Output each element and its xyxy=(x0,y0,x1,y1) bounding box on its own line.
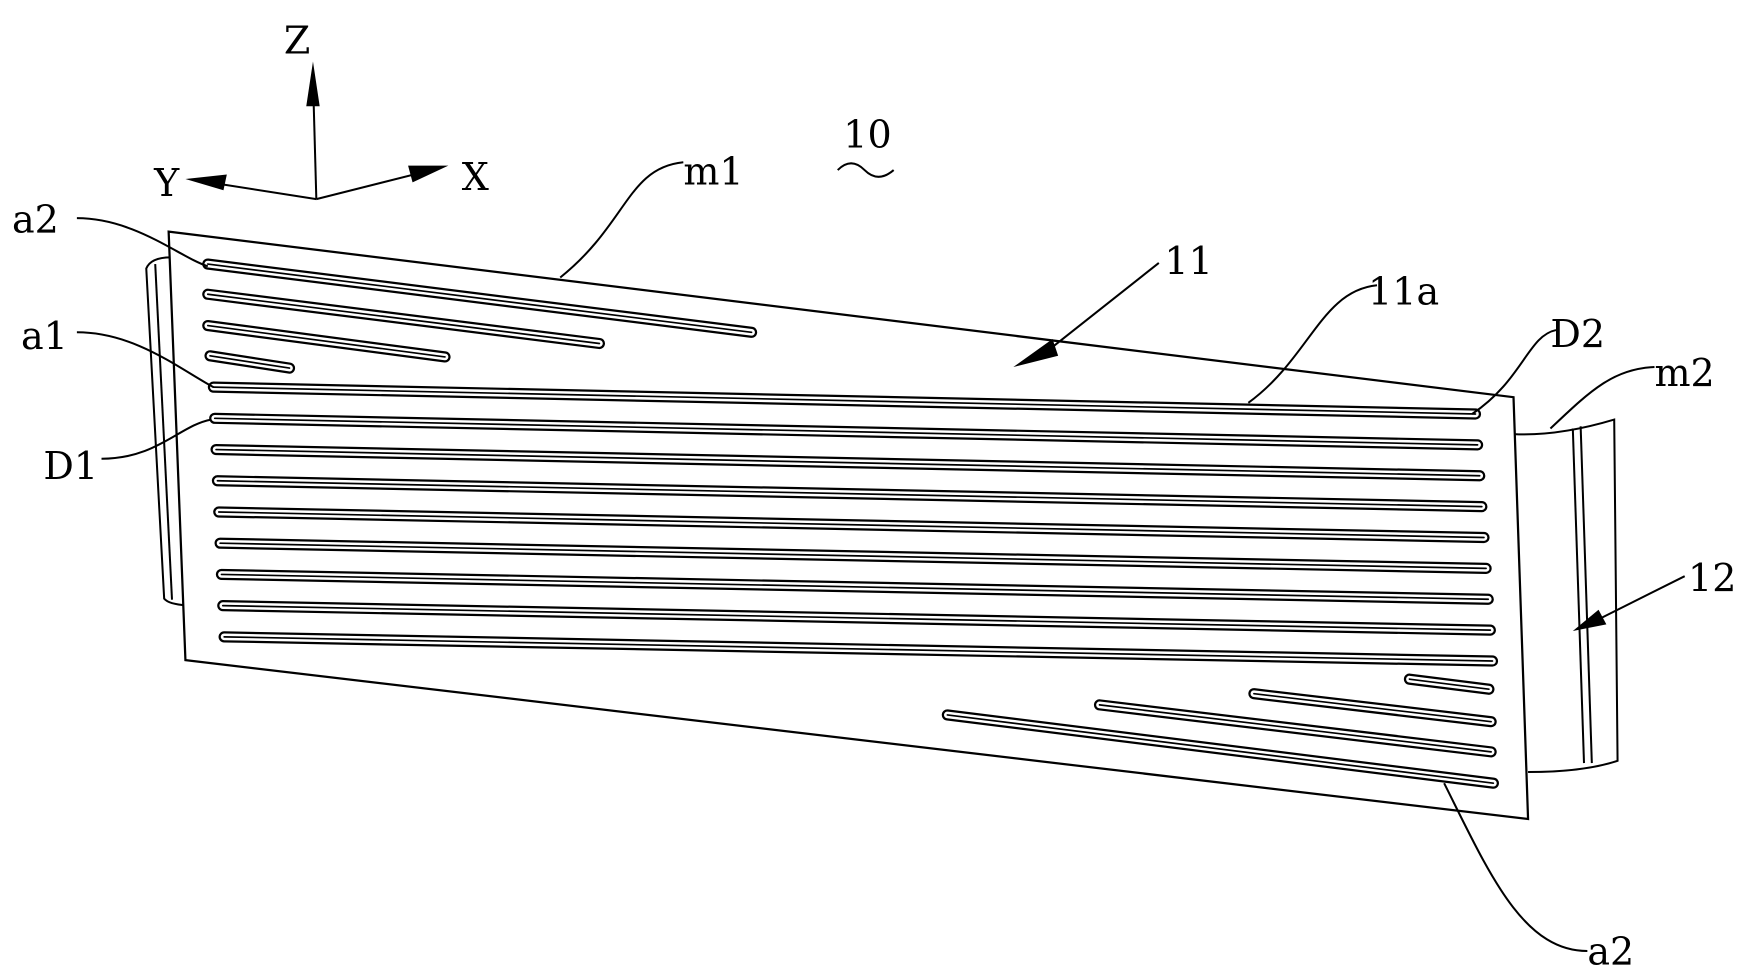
label-m1: m1 xyxy=(683,150,743,194)
right-back-panel xyxy=(1514,420,1618,772)
part12-arrow-icon xyxy=(1573,610,1607,631)
tilde-mark xyxy=(838,163,894,176)
coordinate-axes: Z Y X xyxy=(153,19,489,205)
axis-z-label: Z xyxy=(284,19,310,63)
label-11: 11 xyxy=(1164,239,1212,283)
axis-x-label: X xyxy=(462,155,489,199)
y-arrow-icon xyxy=(185,175,226,191)
axis-y-label: Y xyxy=(153,161,180,205)
label-a2-bottom: a2 xyxy=(1587,929,1634,973)
label-m2: m2 xyxy=(1654,351,1714,395)
label-11a: 11a xyxy=(1368,269,1439,313)
assembly-ref-label: 10 xyxy=(843,113,891,157)
label-12: 12 xyxy=(1688,556,1736,600)
label-a2-top: a2 xyxy=(12,198,59,242)
label-a1: a1 xyxy=(21,314,68,358)
x-arrow-icon xyxy=(408,166,448,183)
z-arrow-icon xyxy=(306,62,319,107)
label-d1: D1 xyxy=(43,444,98,488)
label-d2: D2 xyxy=(1550,312,1605,356)
